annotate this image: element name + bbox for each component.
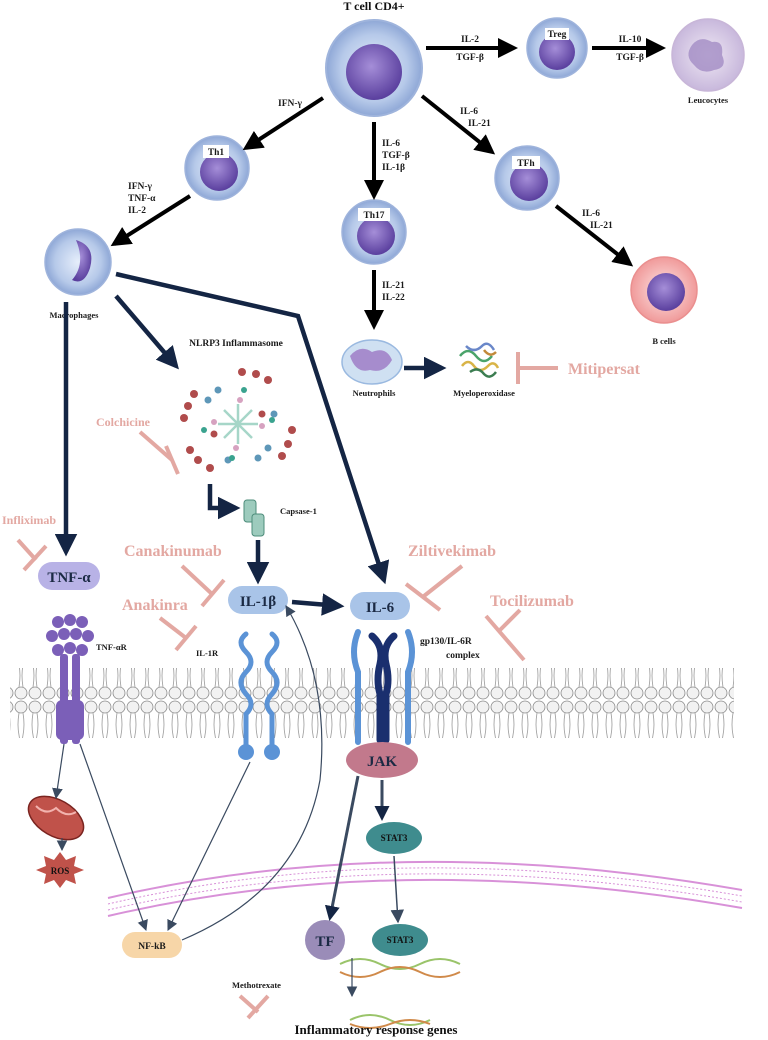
colchicine-label: Colchicine <box>96 415 151 429</box>
ros-burst: ROS <box>36 852 84 888</box>
il6-box: IL-6 <box>350 592 410 620</box>
macrophage-arrows <box>54 271 447 616</box>
mitochondria-icon <box>27 795 85 841</box>
signal-tfh-bcells-2: IL-21 <box>590 221 613 231</box>
signal-th1-macro-3: IL-2 <box>128 206 146 216</box>
nuclear-membrane <box>107 860 743 917</box>
th17-label: Th17 <box>363 211 384 221</box>
stat3-b: STAT3 <box>372 924 428 956</box>
methotrexate-label: Methotrexate <box>232 980 281 990</box>
tfh-label: TFh <box>517 159 535 169</box>
gp130-complex <box>351 629 415 745</box>
bcells-label: B cells <box>652 336 676 346</box>
signal-treg-leuco-2: TGF-β <box>616 53 644 63</box>
treg-label: Treg <box>548 30 567 40</box>
signal-th1-macro-2: TNF-α <box>128 194 156 204</box>
jak: JAK <box>346 742 418 778</box>
mitipersat-label: Mitipersat <box>568 361 641 378</box>
signal-th17-neutro-1: IL-21 <box>382 281 405 291</box>
top-arrows <box>110 38 666 330</box>
caspase-label: Capsase-1 <box>280 506 317 516</box>
tnfa-box: TNF-α <box>38 562 100 590</box>
tcell-label: T cell CD4+ <box>343 0 404 13</box>
jak-label: JAK <box>367 754 397 770</box>
signal-t-treg-1: IL-2 <box>461 35 479 45</box>
cell-membrane <box>10 668 734 738</box>
th1-label: Th1 <box>208 148 225 158</box>
signal-th17-neutro-2: IL-22 <box>382 293 405 303</box>
signal-t-treg-2: TGF-β <box>456 53 484 63</box>
signaling-arrows <box>52 605 358 998</box>
signal-t-th1: IFN-γ <box>278 99 303 109</box>
tf: TF <box>305 920 345 960</box>
signal-labels: IL-2 TGF-β IL-10 TGF-β IFN-γ IL-6 TGF-β … <box>128 35 644 303</box>
signal-t-th17-1: IL-6 <box>382 139 400 149</box>
bcell: B cells <box>630 256 698 346</box>
nlrp3-inflammasome: NLRP3 Inflammasome <box>180 339 296 472</box>
canakinumab-label: Canakinumab <box>124 543 222 560</box>
inhibitor-symbols <box>16 352 558 1020</box>
neutrophil-cell: Neutrophils <box>341 339 403 398</box>
caspase-1: Capsase-1 <box>243 499 317 537</box>
tocilizumab-label: Tocilizumab <box>490 593 574 610</box>
th1-cell: Th1 <box>184 135 250 201</box>
myeloperoxidase-label: Myeloperoxidase <box>453 388 515 398</box>
signal-t-tfh-2: IL-21 <box>468 119 491 129</box>
complex-label: complex <box>446 651 480 661</box>
tfh-cell: TFh <box>494 145 560 211</box>
tnfa-receptor: TNF-αR <box>46 614 128 744</box>
signal-th1-macro-1: IFN-γ <box>128 182 153 192</box>
il1-receptor <box>238 631 280 760</box>
il1b-label: IL-1β <box>240 594 276 610</box>
signal-tfh-bcells-1: IL-6 <box>582 209 600 219</box>
il1b-box: IL-1β <box>228 586 288 614</box>
neutrophils-label: Neutrophils <box>353 388 397 398</box>
th17-cell: Th17 <box>341 199 407 265</box>
tcell-cd4: T cell CD4+ <box>325 0 423 117</box>
signal-treg-leuco-1: IL-10 <box>619 35 642 45</box>
leucocytes-label: Leucocytes <box>688 95 729 105</box>
dna-helix <box>339 958 461 1029</box>
signal-t-tfh-1: IL-6 <box>460 107 478 117</box>
leucocytes-cell: Leucocytes <box>671 18 745 105</box>
infliximab-label: Infliximab <box>2 513 56 527</box>
il1r-label: IL-1R <box>196 648 219 658</box>
macrophages-label: Macrophages <box>50 310 100 320</box>
tf-label: TF <box>315 934 334 950</box>
stat3-a-label: STAT3 <box>381 833 408 843</box>
signal-t-th17-3: IL-1β <box>382 163 405 173</box>
nfkb-label: NF-kB <box>138 942 166 952</box>
drug-labels: Mitipersat Colchicine Infliximab Canakin… <box>2 361 641 990</box>
stat3-b-label: STAT3 <box>387 935 414 945</box>
jak-arrows <box>324 775 405 924</box>
inflammatory-genes-label: Inflammatory response genes <box>295 1022 458 1037</box>
tnfa-label: TNF-α <box>47 570 91 586</box>
stat3-a: STAT3 <box>366 822 422 854</box>
il6-label: IL-6 <box>366 600 395 616</box>
ziltivekimab-label: Ziltivekimab <box>408 543 496 560</box>
anakinra-label: Anakinra <box>122 597 188 614</box>
signal-t-th17-2: TGF-β <box>382 151 410 161</box>
myeloperoxidase-molecule: Myeloperoxidase <box>453 342 515 398</box>
tnfar-label: TNF-αR <box>96 642 128 652</box>
nlrp3-label: NLRP3 Inflammasome <box>189 339 283 349</box>
macrophage-cell: Macrophages <box>44 228 112 320</box>
treg-cell: Treg <box>526 17 588 79</box>
gp130-label: gp130/IL-6R <box>420 637 472 647</box>
ros-label: ROS <box>51 866 70 876</box>
nfkb: NF-kB <box>122 932 182 958</box>
